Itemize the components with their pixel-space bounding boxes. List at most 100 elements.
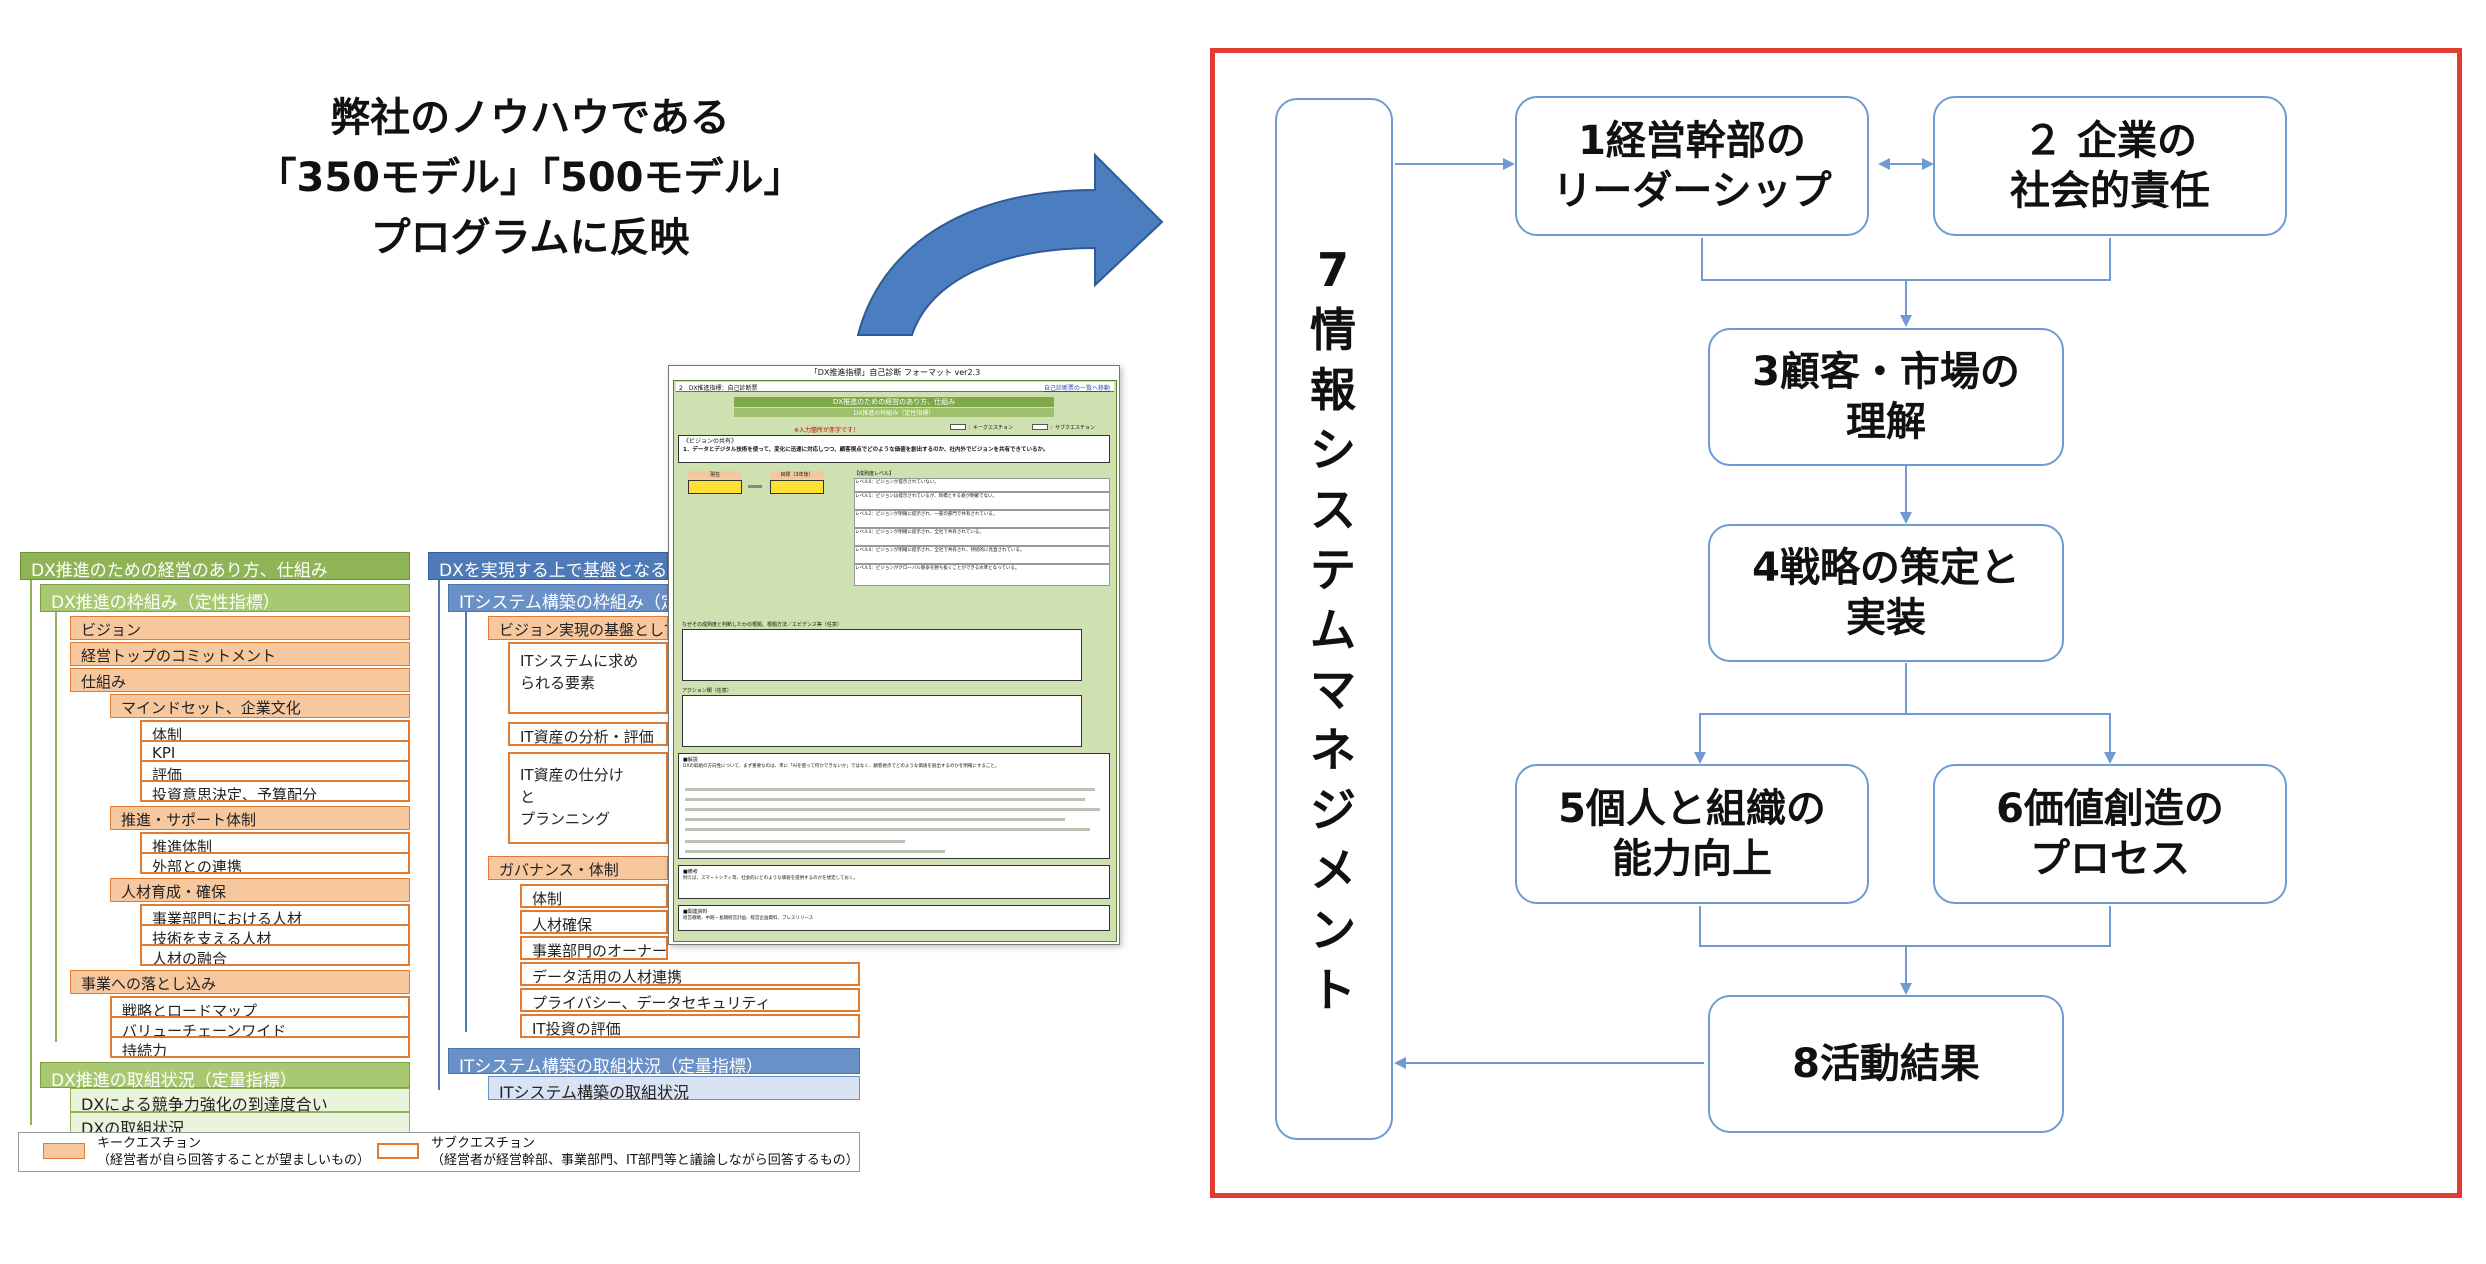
management-framework-frame: [1210, 48, 2462, 1198]
form-evidence-textarea[interactable]: [682, 629, 1082, 681]
green-header: DX推進のための経営のあり方、仕組み: [20, 552, 410, 581]
box1-line-1: 1経営幹部の: [1578, 118, 1806, 164]
blue-sub-quantitative: ITシステム構築の取組状況（定量指標）: [448, 1048, 860, 1077]
box7-char: メ: [1310, 843, 1356, 897]
it-req-line-1: ITシステムに求め: [520, 652, 639, 670]
sub-question-external: 外部との連携: [140, 852, 410, 874]
key-question-commitment: 経営トップのコミットメント: [70, 642, 410, 666]
form-legend-sub-label: ：サブクエスチョン: [1050, 425, 1096, 431]
legend-sub-swatch: [377, 1143, 419, 1159]
sub-question-kpi: KPI: [140, 740, 410, 762]
box7-char: ム: [1310, 603, 1356, 657]
form-tab-link[interactable]: 自己診断票の一覧へ移動: [1043, 385, 1110, 392]
form-note-line: [685, 788, 1095, 791]
box7-char: シ: [1310, 423, 1356, 477]
flow-box-3-customer-market: 3顧客・市場の理解: [1708, 328, 2064, 466]
sub-question-hr-fusion: 人材の融合: [140, 944, 410, 966]
form-heading-2: DX推進の枠組み（定性指標）: [734, 408, 1054, 417]
sub-question-promotion-structure: 推進体制: [140, 832, 410, 854]
sub-question-roadmap: 戦略とロードマップ: [110, 996, 410, 1018]
sub-question-value-chain: バリューチェーンワイド: [110, 1016, 410, 1038]
box3-line-2: 理解: [1846, 399, 1926, 445]
sub-question-structure: 体制: [140, 720, 410, 742]
form-target-input[interactable]: [770, 480, 824, 494]
blue-header: DXを実現する上で基盤となるIT: [428, 552, 668, 580]
sub-question-sustainability: 持続力: [110, 1036, 410, 1058]
sub-question-hr-business: 事業部門における人材: [140, 904, 410, 926]
sub-question-it-planning: IT資産の仕分け と プランニング: [508, 752, 668, 844]
green-sub-qualitative: DX推進の枠組み（定性指標）: [40, 584, 410, 613]
headline: 弊社のノウハウである 「350モデル」「500モデル」 プログラムに反映: [240, 88, 820, 268]
legend-key-desc: （経営者が自ら回答することが望ましいもの）: [97, 1153, 371, 1168]
form-note-line: [685, 818, 1065, 821]
box6-line-2: プロセス: [2030, 836, 2190, 882]
legend-sub-label: サブクエスチョン: [431, 1136, 536, 1151]
form-legend-key-label: ：キークエスチョン: [968, 425, 1014, 431]
key-question-it-base: ビジョン実現の基盤としての: [488, 616, 668, 640]
sub-question-gov-structure: 体制: [520, 884, 668, 908]
box7-char: ト: [1310, 963, 1356, 1017]
form-action-textarea[interactable]: [682, 695, 1082, 747]
form-target-label: 目標（3年後）: [770, 471, 824, 479]
it-plan-line-1: IT資産の仕分け: [520, 766, 624, 784]
box4-line-1: 4戦略の策定と: [1752, 545, 2020, 591]
headline-line-3: プログラムに反映: [370, 215, 690, 261]
form-question: 1．データとデジタル技術を使って、変化に迅速に対応しつつ、顧客視点でどのような価…: [683, 447, 1049, 453]
form-heading-1: DX推進のための経営のあり方、仕組み: [734, 397, 1054, 407]
flow-connectors: [1394, 158, 2116, 1069]
form-body: 2 DX推進指標：自己診断票 自己診断票の一覧へ移動 DX推進のための経営のあり…: [673, 380, 1117, 942]
box3-line-1: 3顧客・市場の: [1752, 349, 2020, 395]
sub-question-gov-ownership: 事業部門のオーナーシ: [520, 936, 668, 960]
box7-char: 報: [1310, 363, 1356, 417]
form-vision-title: 《ビジョンの共有》: [683, 438, 738, 445]
box1-line-2: リーダーシップ: [1552, 168, 1832, 214]
form-arrow-line: [748, 485, 762, 488]
form-note-title: ■解説: [683, 757, 698, 763]
legend-sub-desc: （経営者が経営幹部、事業部門、IT部門等と議論しながら回答するもの）: [431, 1153, 859, 1168]
quantitative-it-status: ITシステム構築の取組状況: [488, 1076, 860, 1102]
form-note-line: [685, 850, 945, 853]
form-tab-bar: 2 DX推進指標：自己診断票 自己診断票の一覧へ移動: [676, 382, 1114, 392]
connector-4-split: [1699, 713, 2111, 760]
sub-question-gov-hr: 人材確保: [520, 910, 668, 934]
box2-line-1: ２ 企業の: [2023, 118, 2197, 164]
self-assessment-form: 「DX推進指標」自己診断 フォーマット ver2.3 2 DX推進指標：自己診断…: [668, 365, 1120, 945]
form-current-input[interactable]: [688, 480, 742, 494]
box2-line-2: 社会的責任: [2010, 168, 2210, 214]
flow-box-7-label: 7 情 報 シ ス テ ム マ ネ ジ メ ン ト: [1303, 240, 1363, 1020]
connector-1-2-join: [1701, 238, 2111, 281]
box5-line-2: 能力向上: [1612, 836, 1772, 882]
key-question-mindset: マインドセット、企業文化: [110, 694, 410, 718]
box7-char: テ: [1310, 543, 1356, 597]
form-level-3: レベル3：ビジョンが明確に提示され、全社で共有されている。: [854, 528, 1110, 546]
legend-key-label: キークエスチョン: [97, 1136, 202, 1151]
blue-sub-qualitative: ITシステム構築の枠組み（定: [448, 584, 668, 612]
key-question-governance: ガバナンス・体制: [488, 856, 668, 880]
form-question-box: 《ビジョンの共有》 1．データとデジタル技術を使って、変化に迅速に対応しつつ、顧…: [678, 435, 1110, 463]
curved-arrow-icon: [856, 152, 1164, 336]
legend-sub-text: サブクエスチョン （経営者が経営幹部、事業部門、IT部門等と議論しながら回答する…: [431, 1135, 859, 1169]
key-question-vision: ビジョン: [70, 616, 410, 640]
form-note-line: [685, 840, 905, 843]
form-hint-title: ■備考: [683, 869, 698, 875]
green-connector-2: [55, 612, 57, 1042]
box7-char: 情: [1310, 303, 1356, 357]
form-note-text: DXの取組の方向性について、まず重要なのは、単に「AIを使って何かできないか」で…: [683, 764, 1000, 769]
sub-question-gov-privacy: プライバシー、データセキュリティ: [520, 988, 860, 1012]
blue-connector-2: [465, 612, 467, 1032]
box7-char: 7: [1316, 243, 1349, 297]
box4-line-2: 実装: [1846, 595, 1926, 641]
box5-line-1: 5個人と組織の: [1558, 786, 1826, 832]
form-note-line: [685, 828, 1090, 831]
sub-question-hr-tech: 技術を支える人材: [140, 924, 410, 946]
legend-key-text: キークエスチョン （経営者が自ら回答することが望ましいもの）: [97, 1135, 370, 1169]
headline-line-1: 弊社のノウハウである: [330, 95, 730, 141]
sub-question-evaluation: 評価: [140, 760, 410, 782]
form-legend-sub: [1032, 424, 1048, 430]
form-level-2: レベル2：ビジョンが明確に提示され、一部の部門で共有されている。: [854, 510, 1110, 528]
question-legend: キークエスチョン （経営者が自ら回答することが望ましいもの） サブクエスチョン …: [18, 1132, 860, 1172]
form-title: 「DX推進指標」自己診断 フォーマット ver2.3: [809, 368, 981, 377]
box7-char: ジ: [1310, 783, 1356, 837]
form-ref-text: 経営戦略、中期・長期経営計画、経営企画資料、プレスリリース: [683, 916, 814, 921]
box8-label: 8活動結果: [1792, 1041, 1980, 1087]
